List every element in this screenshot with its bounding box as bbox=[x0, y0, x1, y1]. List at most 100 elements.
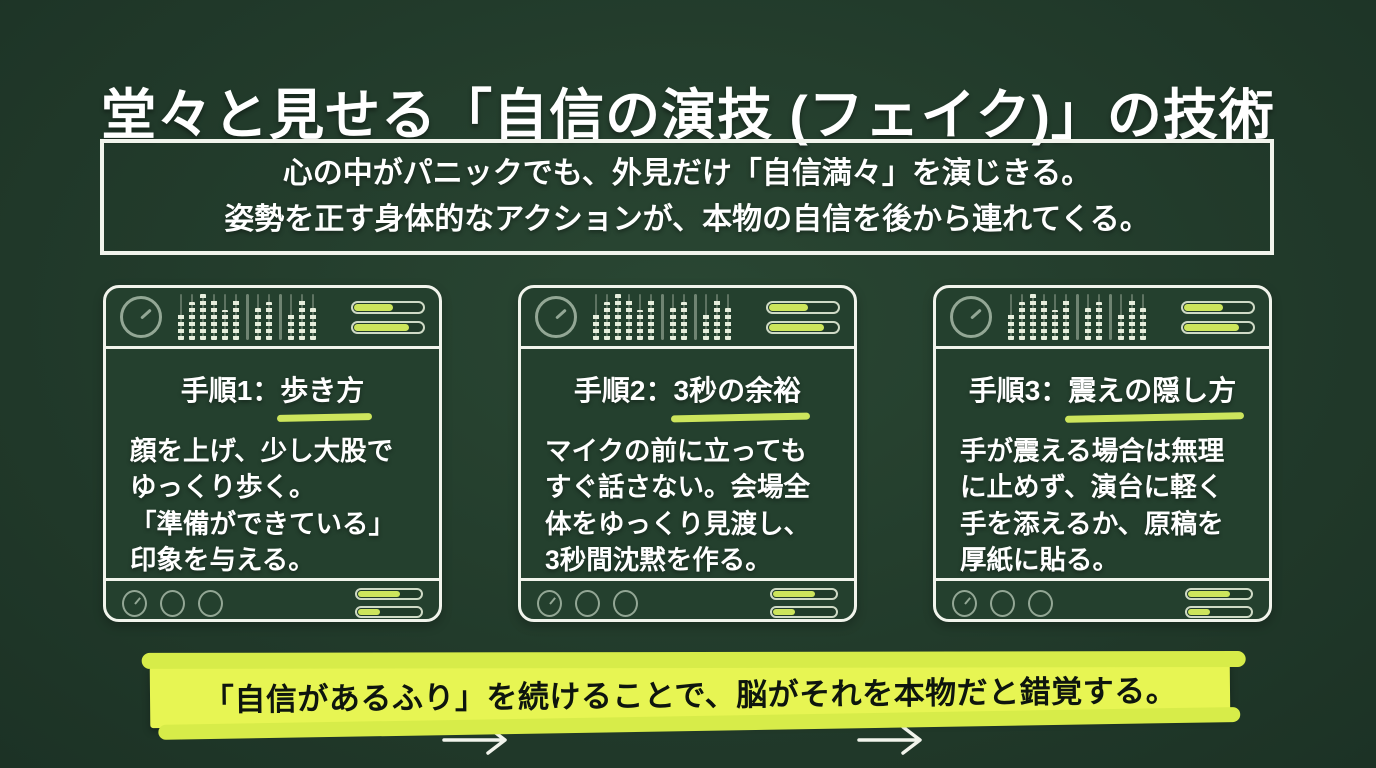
equalizer-bar bbox=[233, 294, 239, 340]
banner-text: 「自信があるふり」を続けることで、脳がそれを本物だと錯覚する。 bbox=[202, 672, 1178, 718]
equalizer-bar bbox=[189, 294, 195, 340]
equalizer-bar bbox=[703, 294, 709, 340]
dot-icon bbox=[198, 589, 223, 617]
step-keyword: 歩き方 bbox=[280, 369, 364, 409]
equalizer-bar bbox=[1052, 294, 1058, 340]
progress-pill bbox=[351, 300, 425, 314]
dot-icon bbox=[160, 589, 185, 617]
equalizer-bar bbox=[670, 294, 676, 340]
equalizer-bar bbox=[714, 294, 720, 340]
equalizer-bar bbox=[1074, 294, 1080, 340]
right-arrow-icon bbox=[857, 725, 922, 755]
progress-pills bbox=[766, 300, 840, 334]
progress-pills bbox=[1181, 300, 1255, 334]
dot-icon bbox=[122, 589, 147, 617]
equalizer-bar bbox=[725, 294, 731, 340]
equalizer-bar bbox=[637, 294, 643, 340]
window-dots-icon bbox=[122, 589, 223, 617]
intro-text: 心の中がパニックでも、外見だけ「自信満々」を演じきる。 姿勢を正す身体的なアクシ… bbox=[224, 157, 1150, 236]
equalizer-bar bbox=[1096, 294, 1102, 340]
equalizer-bar bbox=[222, 294, 228, 340]
step-keyword: 3秒の余裕 bbox=[674, 369, 802, 409]
equalizer-bar bbox=[1019, 294, 1025, 340]
card-body-text: 顔を上げ、少し大股で ゆっくり歩く。 「準備ができている」 印象を与える。 bbox=[130, 436, 395, 575]
equalizer-bar bbox=[604, 294, 610, 340]
equalizer-bar bbox=[200, 294, 206, 340]
gauge-dial-icon bbox=[535, 296, 577, 338]
equalizer-bar bbox=[593, 294, 599, 340]
equalizer-bar bbox=[1118, 294, 1124, 340]
dot-icon bbox=[575, 589, 600, 617]
equalizer-bars-icon bbox=[1002, 294, 1171, 340]
progress-pill bbox=[1181, 300, 1255, 314]
card-body-text: 手が震える場合は無理 に止めず、演台に軽く 手を添えるか、原稿を 厚紙に貼る。 bbox=[960, 436, 1225, 575]
equalizer-bar bbox=[1041, 294, 1047, 340]
equalizer-bar bbox=[299, 294, 305, 340]
equalizer-bar bbox=[1063, 294, 1069, 340]
step-card-3: 手順3：震えの隠し方 手が震える場合は無理 に止めず、演台に軽く 手を添えるか、… bbox=[933, 285, 1272, 622]
progress-pill bbox=[355, 588, 423, 601]
card-header bbox=[106, 288, 439, 349]
equalizer-bar bbox=[178, 294, 184, 340]
step-keyword: 震えの隠し方 bbox=[1068, 369, 1236, 409]
equalizer-bars-icon bbox=[587, 294, 756, 340]
progress-pill bbox=[766, 300, 840, 314]
dot-icon bbox=[990, 589, 1015, 617]
progress-pill bbox=[770, 606, 838, 619]
progress-pill bbox=[355, 606, 423, 619]
progress-pill bbox=[1181, 320, 1255, 334]
equalizer-bar bbox=[648, 294, 654, 340]
equalizer-bar bbox=[1129, 294, 1135, 340]
dot-icon bbox=[537, 589, 562, 617]
step-card-2: 手順2：3秒の余裕 マイクの前に立っても すぐ話さない。会場全 体をゆっくり見渡… bbox=[518, 285, 857, 622]
dot-icon bbox=[952, 589, 977, 617]
equalizer-bars-icon bbox=[172, 294, 341, 340]
progress-pill bbox=[1185, 588, 1253, 601]
equalizer-bar bbox=[266, 294, 272, 340]
equalizer-bar bbox=[211, 294, 217, 340]
dot-icon bbox=[613, 589, 638, 617]
dot-icon bbox=[1028, 589, 1053, 617]
progress-pills bbox=[770, 588, 838, 619]
progress-pills bbox=[355, 588, 423, 619]
window-dots-icon bbox=[952, 589, 1053, 617]
card-header bbox=[521, 288, 854, 349]
equalizer-bar bbox=[277, 294, 283, 340]
card-title: 手順1：歩き方 bbox=[106, 369, 439, 409]
equalizer-bar bbox=[255, 294, 261, 340]
equalizer-bar bbox=[1030, 294, 1036, 340]
equalizer-bar bbox=[1008, 294, 1014, 340]
equalizer-bar bbox=[681, 294, 687, 340]
card-body-text: マイクの前に立っても すぐ話さない。会場全 体をゆっくり見渡し、 3秒間沈黙を作… bbox=[545, 436, 810, 575]
gauge-dial-icon bbox=[120, 296, 162, 338]
card-title: 手順2：3秒の余裕 bbox=[521, 369, 854, 409]
highlight-banner: 「自信があるふり」を続けることで、脳がそれを本物だと錯覚する。 bbox=[149, 655, 1231, 729]
equalizer-bar bbox=[310, 294, 316, 340]
gauge-dial-icon bbox=[950, 296, 992, 338]
progress-pill bbox=[1185, 606, 1253, 619]
progress-pill bbox=[770, 588, 838, 601]
steps-row: 手順1：歩き方 顔を上げ、少し大股で ゆっくり歩く。 「準備ができている」 印象… bbox=[0, 285, 1376, 755]
equalizer-bar bbox=[1107, 294, 1113, 340]
card-footer bbox=[936, 578, 1269, 625]
step-card-1: 手順1：歩き方 顔を上げ、少し大股で ゆっくり歩く。 「準備ができている」 印象… bbox=[103, 285, 442, 622]
window-dots-icon bbox=[537, 589, 638, 617]
equalizer-bar bbox=[244, 294, 250, 340]
progress-pills bbox=[1185, 588, 1253, 619]
equalizer-bar bbox=[1085, 294, 1091, 340]
equalizer-bar bbox=[288, 294, 294, 340]
equalizer-bar bbox=[615, 294, 621, 340]
progress-pills bbox=[351, 300, 425, 334]
equalizer-bar bbox=[626, 294, 632, 340]
step-label: 手順3： bbox=[968, 375, 1069, 406]
card-header bbox=[936, 288, 1269, 349]
card-title: 手順3：震えの隠し方 bbox=[936, 369, 1269, 409]
intro-box: 心の中がパニックでも、外見だけ「自信満々」を演じきる。 姿勢を正す身体的なアクシ… bbox=[100, 139, 1274, 255]
card-footer bbox=[521, 578, 854, 625]
equalizer-bar bbox=[659, 294, 665, 340]
card-footer bbox=[106, 578, 439, 625]
progress-pill bbox=[766, 320, 840, 334]
page-title: 堂々と見せる「自信の演技 (フェイク)」の技術 bbox=[101, 83, 1275, 146]
equalizer-bar bbox=[1140, 294, 1146, 340]
progress-pill bbox=[351, 320, 425, 334]
